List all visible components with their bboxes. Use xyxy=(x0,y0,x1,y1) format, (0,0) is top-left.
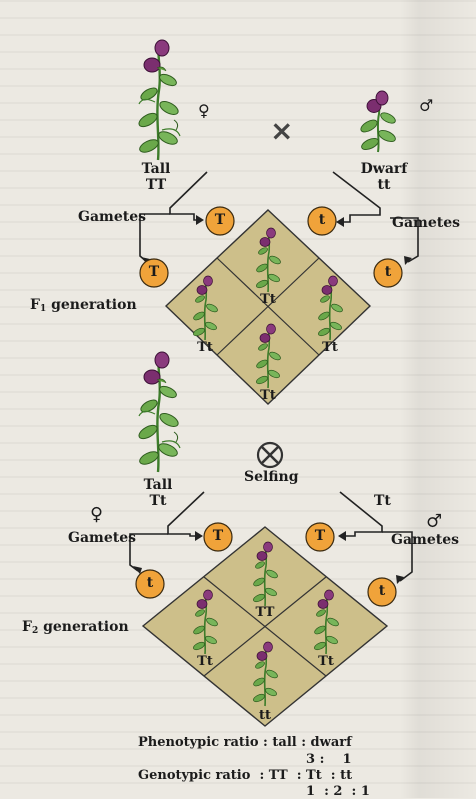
gamete-t-1: t xyxy=(308,207,336,235)
cross-symbol: × xyxy=(270,114,293,147)
dwarf-parent-genotype: tt xyxy=(358,178,410,193)
phenotypic-ratio-label: Phenotypic ratio : tall : dwarf xyxy=(138,735,352,750)
f1-parent-genotype: Tt xyxy=(138,494,178,509)
f2-generation-label: F2 generation xyxy=(22,620,129,639)
f1-cell-right: Tt xyxy=(315,340,345,355)
f1-cell-top: Tt xyxy=(253,292,283,307)
selfing-label: Selfing xyxy=(244,470,298,485)
genotypic-ratio-label: Genotypic ratio : TT : Tt : tt xyxy=(138,768,352,783)
f2-gametes-label-left: Gametes xyxy=(68,531,136,546)
gametes-label-right: Gametes xyxy=(392,216,460,231)
tall-parent-plant xyxy=(137,40,180,160)
f1-cell-left: Tt xyxy=(190,340,220,355)
selfing-circle-symbol xyxy=(258,443,282,467)
f1-generation-label: F1 generation xyxy=(30,298,137,317)
f2-female-symbol: ♀ xyxy=(90,507,103,522)
dwarf-parent-phenotype: Dwarf xyxy=(358,162,410,177)
f2-male-symbol: ♂ xyxy=(426,514,442,529)
f1-parent-phenotype: Tall xyxy=(138,478,178,493)
f2-gamete-male-T: T xyxy=(306,523,334,551)
f2-gamete-female-T: T xyxy=(204,523,232,551)
genotypic-ratio-values: 1 : 2 : 1 xyxy=(306,784,370,799)
male-symbol: ♂ xyxy=(419,98,433,113)
gamete-T-2: T xyxy=(140,259,168,287)
gametes-label-left: Gametes xyxy=(78,210,146,225)
f2-gametes-label-right: Gametes xyxy=(391,533,459,548)
f1-tall-plant xyxy=(137,352,180,472)
f2-cell-top: TT xyxy=(250,605,280,620)
phenotypic-ratio-values: 3 : 1 xyxy=(306,752,352,767)
f2-gamete-male-t: t xyxy=(368,578,396,606)
tall-parent-genotype: TT xyxy=(136,178,176,193)
f1-cell-bottom: Tt xyxy=(253,388,283,403)
tall-parent-phenotype: Tall xyxy=(136,162,176,177)
f2-gamete-female-t: t xyxy=(136,570,164,598)
selfing-right-genotype: Tt xyxy=(374,494,391,509)
f2-cell-right: Tt xyxy=(311,654,341,669)
f2-cell-left: Tt xyxy=(190,654,220,669)
f2-cell-bottom: tt xyxy=(250,708,280,723)
gamete-T-1: T xyxy=(206,207,234,235)
female-symbol: ♀ xyxy=(198,103,210,118)
gamete-t-2: t xyxy=(374,259,402,287)
dwarf-parent-plant xyxy=(359,91,397,152)
